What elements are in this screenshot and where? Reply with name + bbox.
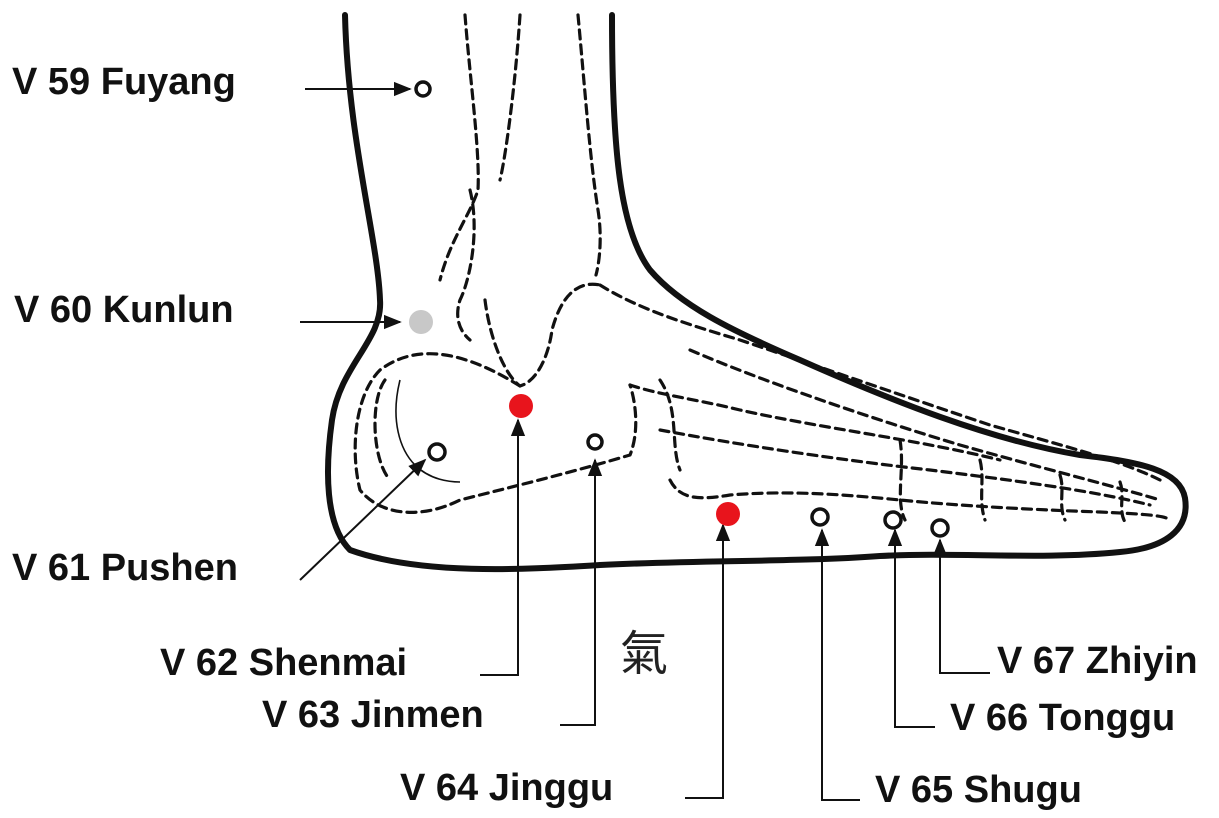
metatarsal-2 [688,348,1162,502]
marker-v61[interactable] [427,442,447,462]
label-v61: V 61 Pushen [12,547,238,589]
cuboid [628,383,1002,462]
leader-lines [299,81,990,801]
leader-v62 [480,418,526,676]
marker-v64[interactable] [716,502,740,526]
qi-glyph: 氣 [620,626,668,682]
label-v60: V 60 Kunlun [14,289,234,331]
marker-v66[interactable] [883,510,903,530]
calcaneus [353,352,638,514]
leader-v65 [814,528,860,801]
metatarsal-3 [658,428,1152,507]
marker-v59[interactable] [414,80,432,98]
point-labels: V 59 Fuyang V 60 Kunlun V 61 Pushen V 62… [12,61,1198,811]
tibia-right-edge [576,13,602,277]
navicular [598,283,1162,482]
tibia-left-edge [498,13,522,182]
label-v66: V 66 Tonggu [950,697,1175,739]
label-v62: V 62 Shenmai [160,642,407,684]
marker-v60[interactable] [409,310,433,334]
label-v65: V 65 Shugu [875,769,1082,811]
leader-v66 [887,528,935,728]
malleolus [456,188,476,342]
acupoint-markers [409,80,950,538]
leader-v61 [299,458,427,581]
fifth-metatarsal [668,478,1172,522]
heel-outline [325,12,1189,573]
label-v63: V 63 Jinmen [262,694,484,736]
foot-outline [325,12,1189,573]
marker-v63[interactable] [586,433,604,451]
label-v67: V 67 Zhiyin [997,640,1198,682]
leader-v64 [685,523,731,799]
heel-inner [373,378,392,482]
marker-v65[interactable] [810,507,830,527]
label-v64: V 64 Jinggu [400,767,613,809]
marker-v67[interactable] [930,518,950,538]
leader-v63 [560,458,603,726]
cuneiform [658,378,682,472]
talus [483,282,602,388]
leader-v67 [932,538,990,674]
label-v59: V 59 Fuyang [12,61,236,103]
toe-joints [898,438,1127,524]
fibula-bone [438,13,480,282]
marker-v62[interactable] [509,394,533,418]
tendon-line [395,379,461,483]
